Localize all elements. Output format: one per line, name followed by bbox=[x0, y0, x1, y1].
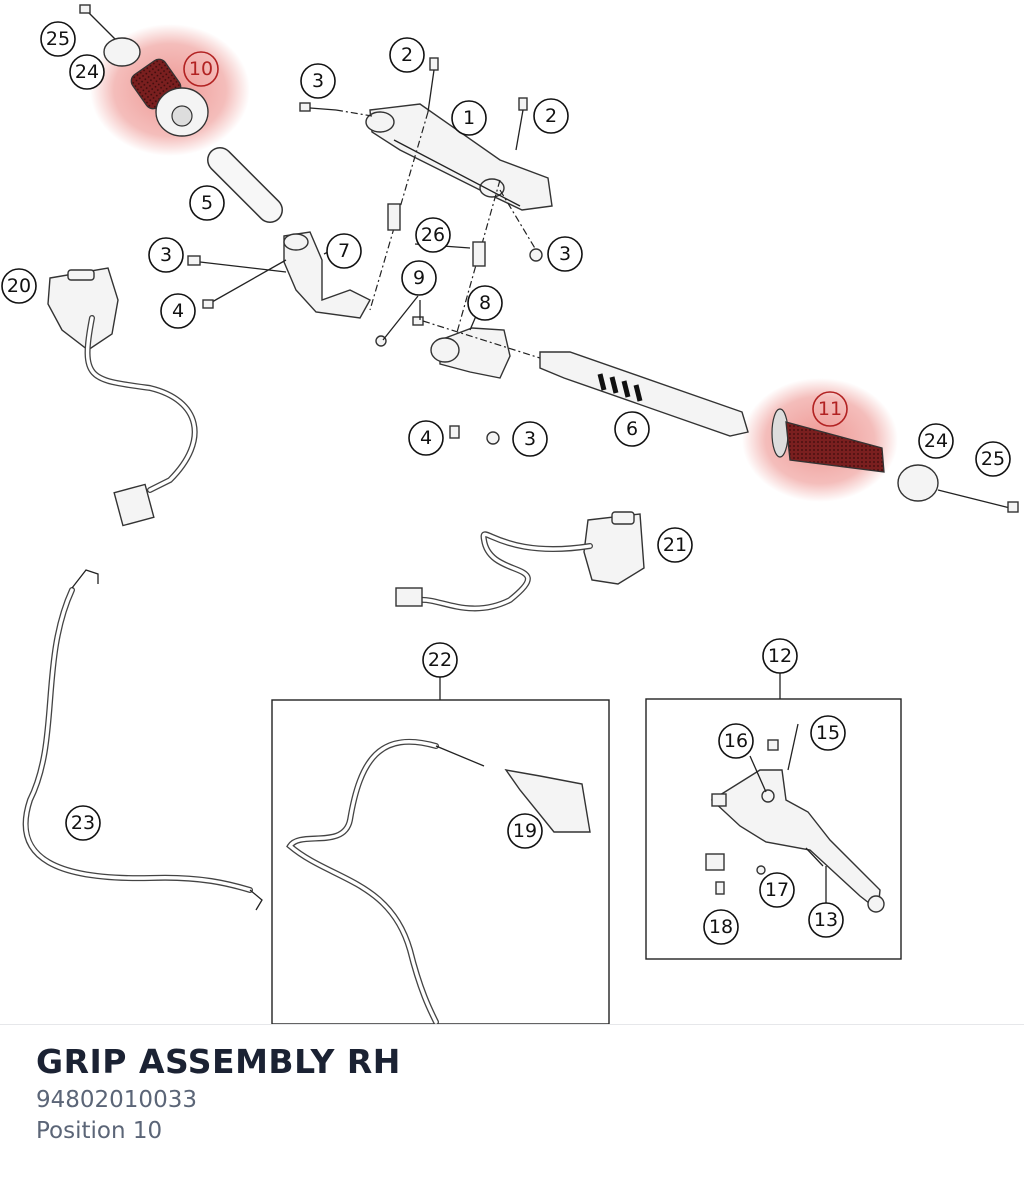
part-position: Position 10 bbox=[36, 1118, 163, 1144]
svg-text:26: 26 bbox=[421, 224, 445, 246]
callout-1[interactable]: 1 bbox=[451, 100, 487, 136]
callout-21[interactable]: 21 bbox=[657, 527, 693, 563]
svg-text:4: 4 bbox=[420, 427, 432, 449]
callout-24-right[interactable]: 24 bbox=[918, 423, 954, 459]
svg-text:21: 21 bbox=[663, 534, 687, 556]
svg-text:3: 3 bbox=[312, 70, 324, 92]
callout-6[interactable]: 6 bbox=[614, 411, 650, 447]
svg-text:19: 19 bbox=[513, 820, 537, 842]
svg-text:3: 3 bbox=[160, 244, 172, 266]
spacer-26-left bbox=[387, 203, 401, 231]
callout-26[interactable]: 26 bbox=[415, 217, 451, 253]
right-clamp bbox=[412, 316, 541, 445]
bolt-2-left bbox=[427, 57, 439, 113]
callout-17[interactable]: 17 bbox=[759, 872, 795, 908]
box-12-frame bbox=[645, 698, 902, 960]
callout-22[interactable]: 22 bbox=[422, 642, 458, 678]
callout-23[interactable]: 23 bbox=[65, 805, 101, 841]
callout-11[interactable]: 11 bbox=[812, 391, 848, 427]
svg-text:24: 24 bbox=[924, 430, 948, 452]
svg-text:5: 5 bbox=[201, 192, 213, 214]
callout-3-right[interactable]: 3 bbox=[547, 236, 583, 272]
right-grip bbox=[771, 408, 1019, 513]
svg-text:2: 2 bbox=[545, 105, 557, 127]
callout-3-mid-left[interactable]: 3 bbox=[148, 237, 184, 273]
callout-24-left[interactable]: 24 bbox=[69, 54, 105, 90]
svg-text:23: 23 bbox=[71, 812, 95, 834]
svg-text:18: 18 bbox=[709, 916, 733, 938]
svg-text:24: 24 bbox=[75, 61, 99, 83]
part-info-panel bbox=[0, 1024, 1024, 1178]
exploded-parts-diagram: 25 24 10 5 3 2 1 2 3 26 7 3 4 20 9 8 4 3… bbox=[1, 4, 1019, 1024]
svg-text:9: 9 bbox=[413, 267, 425, 289]
callout-3-bottom[interactable]: 3 bbox=[512, 421, 548, 457]
throttle-cover bbox=[504, 769, 591, 833]
bolt-2-right bbox=[515, 97, 528, 151]
left-bar bbox=[207, 147, 283, 223]
svg-text:7: 7 bbox=[338, 240, 350, 262]
callout-4-right[interactable]: 4 bbox=[408, 420, 444, 456]
guide-line-1 bbox=[369, 111, 429, 311]
part-number: 94802010033 bbox=[36, 1087, 197, 1113]
svg-text:6: 6 bbox=[626, 418, 638, 440]
left-grip bbox=[79, 4, 209, 137]
callout-18[interactable]: 18 bbox=[703, 909, 739, 945]
svg-text:25: 25 bbox=[46, 28, 70, 50]
callout-7[interactable]: 7 bbox=[326, 233, 362, 269]
svg-text:1: 1 bbox=[463, 107, 475, 129]
callout-2-right[interactable]: 2 bbox=[533, 98, 569, 134]
part-title: GRIP ASSEMBLY RH bbox=[36, 1042, 401, 1081]
svg-text:10: 10 bbox=[189, 58, 213, 80]
callout-4-left[interactable]: 4 bbox=[160, 293, 196, 329]
svg-text:13: 13 bbox=[814, 909, 838, 931]
spacer-26-right bbox=[472, 241, 486, 267]
throttle-cable bbox=[286, 738, 485, 1024]
left-switch-housing bbox=[47, 267, 198, 527]
left-clamp bbox=[187, 231, 387, 347]
nut-3-right bbox=[529, 248, 543, 262]
callout-3-top[interactable]: 3 bbox=[300, 63, 336, 99]
clutch-cable bbox=[22, 569, 263, 911]
svg-text:4: 4 bbox=[172, 300, 184, 322]
svg-text:8: 8 bbox=[479, 292, 491, 314]
callout-8[interactable]: 8 bbox=[467, 285, 503, 321]
svg-text:3: 3 bbox=[559, 243, 571, 265]
svg-text:15: 15 bbox=[816, 722, 840, 744]
callout-25-right[interactable]: 25 bbox=[975, 441, 1011, 477]
svg-text:16: 16 bbox=[724, 730, 748, 752]
right-bar bbox=[539, 351, 749, 437]
callout-25-left[interactable]: 25 bbox=[40, 21, 76, 57]
callout-9[interactable]: 9 bbox=[401, 260, 437, 296]
right-switch-housing bbox=[395, 511, 645, 612]
svg-text:20: 20 bbox=[7, 275, 31, 297]
svg-text:12: 12 bbox=[768, 645, 792, 667]
callout-2-left[interactable]: 2 bbox=[389, 37, 425, 73]
callout-19[interactable]: 19 bbox=[507, 813, 543, 849]
svg-text:22: 22 bbox=[428, 649, 452, 671]
callout-10[interactable]: 10 bbox=[183, 51, 219, 87]
box-22-frame bbox=[271, 699, 610, 1024]
svg-text:3: 3 bbox=[524, 428, 536, 450]
guide-line-3 bbox=[499, 189, 537, 251]
leader-lines bbox=[323, 243, 827, 903]
callout-12[interactable]: 12 bbox=[762, 638, 798, 674]
svg-text:17: 17 bbox=[765, 879, 789, 901]
top-clamp bbox=[365, 103, 553, 211]
callout-5[interactable]: 5 bbox=[189, 185, 225, 221]
bolt-3-top bbox=[299, 102, 373, 117]
svg-text:2: 2 bbox=[401, 44, 413, 66]
callout-13[interactable]: 13 bbox=[808, 902, 844, 938]
callout-15[interactable]: 15 bbox=[810, 715, 846, 751]
callout-16[interactable]: 16 bbox=[718, 723, 754, 759]
clutch-lever-assembly bbox=[705, 723, 885, 913]
svg-text:25: 25 bbox=[981, 448, 1005, 470]
callout-20[interactable]: 20 bbox=[1, 268, 37, 304]
svg-text:11: 11 bbox=[818, 398, 842, 420]
